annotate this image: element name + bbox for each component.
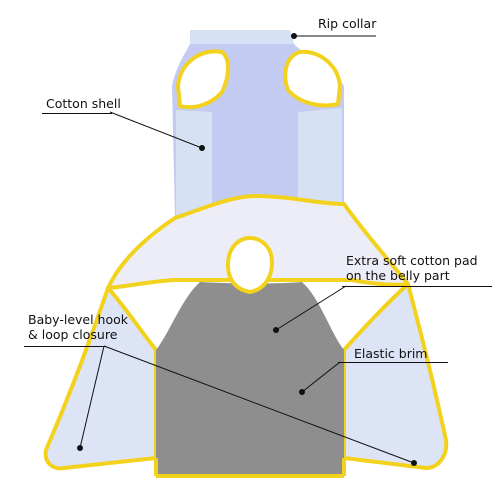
dot-elastic-brim xyxy=(299,389,305,395)
dot-closure-left xyxy=(77,445,83,451)
label-rip-collar: Rip collar xyxy=(318,16,377,31)
leg-flap-left xyxy=(43,286,158,471)
leader-cotton-shell xyxy=(109,111,203,149)
leader-belly-pad xyxy=(275,285,347,331)
underline-belly-pad xyxy=(342,286,492,287)
underline-cotton-shell xyxy=(42,113,112,114)
callout-lines xyxy=(79,35,415,464)
arm-hole-left xyxy=(176,49,230,110)
elastic-brim-edge xyxy=(154,458,346,478)
underline-closure xyxy=(24,346,106,347)
dot-rip-collar xyxy=(291,33,297,39)
shell-side-band-left xyxy=(176,110,212,215)
label-closure-line1: Baby-level hook xyxy=(28,312,129,327)
label-belly-pad-line2: on the belly part xyxy=(346,268,450,283)
grey-belly-panel xyxy=(156,282,344,476)
label-elastic-brim: Elastic brim xyxy=(354,346,428,361)
leader-elastic-brim xyxy=(301,361,341,393)
leader-closure-2 xyxy=(103,345,415,464)
underline-elastic-brim xyxy=(338,362,448,363)
label-closure-line2: & loop closure xyxy=(28,327,118,342)
dot-belly-pad xyxy=(273,327,279,333)
label-cotton-shell: Cotton shell xyxy=(46,96,121,111)
keyhole-opening xyxy=(226,236,274,294)
dot-cotton-shell xyxy=(199,145,205,151)
leg-flap-right xyxy=(342,282,449,470)
dot-closure-right xyxy=(411,460,417,466)
label-belly-pad-line1: Extra soft cotton pad xyxy=(346,253,478,268)
shell-side-band-right xyxy=(298,108,342,207)
arm-hole-right xyxy=(283,49,342,108)
leader-closure-1 xyxy=(79,345,105,449)
rip-collar xyxy=(190,30,294,44)
